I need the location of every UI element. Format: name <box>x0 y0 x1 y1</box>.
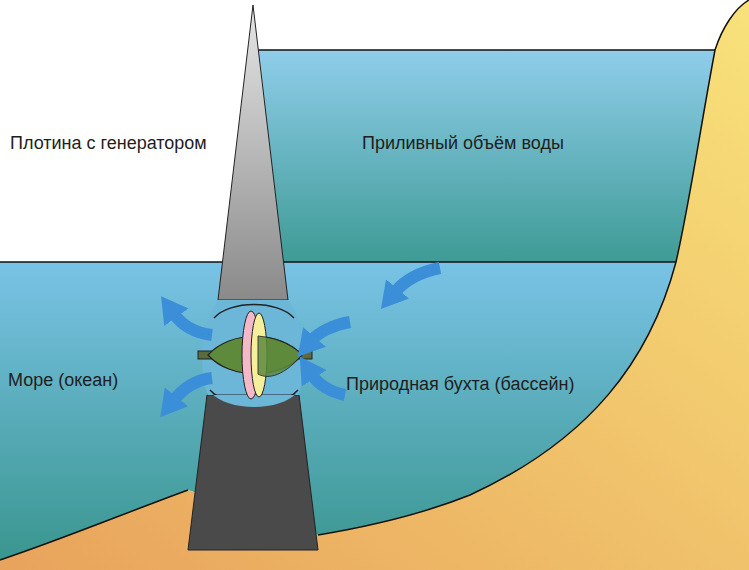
dam-lower <box>188 395 318 550</box>
tidal-water <box>256 50 715 262</box>
bay-label: Природная бухта (бассейн) <box>346 374 575 396</box>
high-tide-line <box>258 49 715 51</box>
water-volume-label: Приливный объём воды <box>362 133 564 155</box>
low-tide-line <box>0 261 676 263</box>
generator-front <box>258 336 302 376</box>
sea-floor-line <box>0 490 188 560</box>
dam-upper <box>218 5 288 300</box>
dam-label: Плотина с генератором <box>10 133 207 155</box>
shore-line <box>318 0 749 535</box>
sea-label: Море (океан) <box>8 370 118 392</box>
